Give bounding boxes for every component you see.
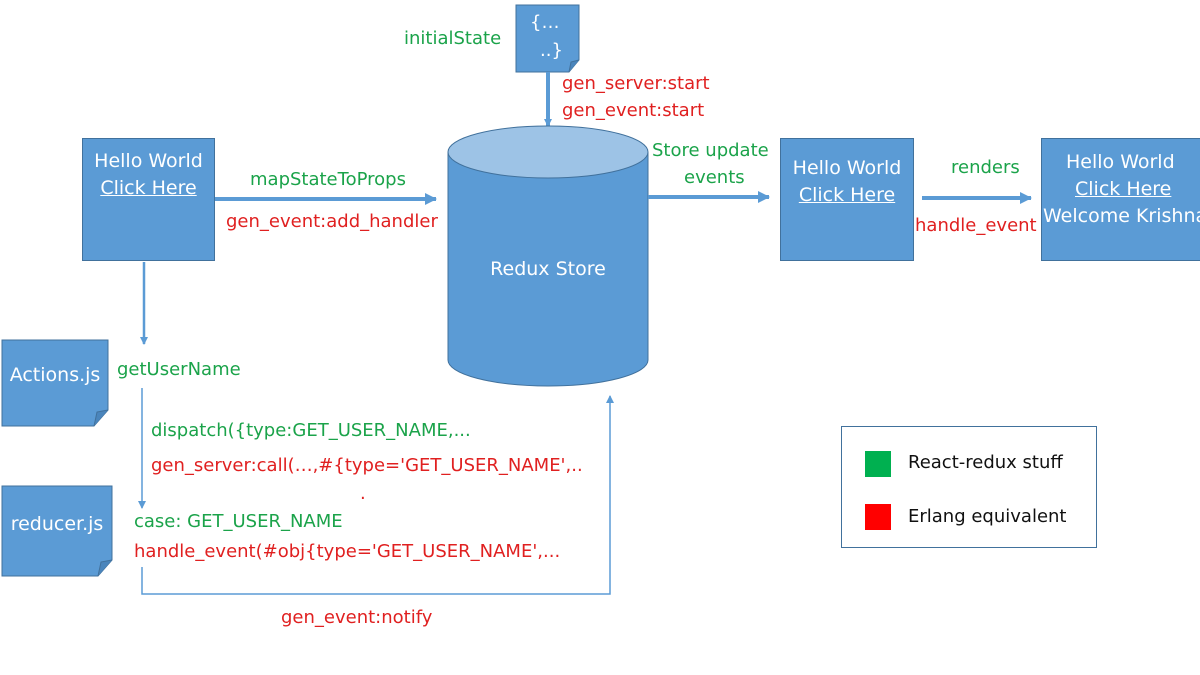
handle-event-label: handle_event	[915, 215, 1037, 236]
dispatch-label: dispatch({type:GET_USER_NAME,...	[151, 420, 471, 441]
component-left-title: Hello World	[94, 150, 203, 172]
map-state-to-props-label: mapStateToProps	[250, 169, 406, 190]
initial-state-label: initialState	[404, 28, 502, 49]
component-left: Hello World Click Here	[82, 138, 215, 261]
component-mid: Hello World Click Here	[780, 138, 914, 261]
component-left-click-link[interactable]: Click Here	[100, 177, 197, 199]
redux-store-cylinder	[447, 125, 649, 387]
legend: React-redux stuff Erlang equivalent	[841, 426, 1097, 548]
legend-react-label: React-redux stuff	[908, 452, 1063, 473]
component-mid-click-link[interactable]: Click Here	[798, 184, 896, 206]
gen-event-start-label: gen_event:start	[562, 100, 705, 121]
gen-server-call-label: gen_server:call(…,#{type='GET_USER_NAME'…	[151, 455, 583, 476]
initial-state-doc-line2: ..}	[540, 40, 563, 61]
reducer-file-label: reducer.js	[10, 513, 104, 535]
redux-store-label: Redux Store	[490, 258, 606, 280]
legend-erlang-label: Erlang equivalent	[908, 506, 1067, 527]
component-right-welcome: Welcome Krishna	[1043, 205, 1200, 227]
case-label: case: GET_USER_NAME	[134, 511, 343, 532]
store-update-label: Store update	[652, 140, 769, 161]
notify-loop-arrow	[141, 395, 614, 595]
legend-red-swatch	[865, 504, 891, 530]
add-handler-label: gen_event:add_handler	[226, 211, 438, 232]
component-right-title: Hello World	[1066, 151, 1175, 173]
renders-label: renders	[951, 157, 1020, 178]
component-mid-title: Hello World	[792, 157, 902, 179]
gen-server-call-dot: .	[360, 483, 366, 504]
gen-server-start-label: gen_server:start	[562, 73, 710, 94]
gen-event-notify-label: gen_event:notify	[281, 607, 433, 628]
handle-event-obj-label: handle_event(#obj{type='GET_USER_NAME',.…	[134, 541, 561, 562]
actions-file-label: Actions.js	[9, 364, 101, 386]
initial-state-doc-line1: {…	[530, 12, 560, 33]
component-right-click-link[interactable]: Click Here	[1075, 178, 1172, 200]
store-update-events-label: events	[684, 167, 745, 188]
legend-green-swatch	[865, 451, 891, 477]
component-right: Hello World Click Here Welcome Krishna	[1041, 138, 1200, 261]
get-user-name-label: getUserName	[117, 359, 241, 380]
